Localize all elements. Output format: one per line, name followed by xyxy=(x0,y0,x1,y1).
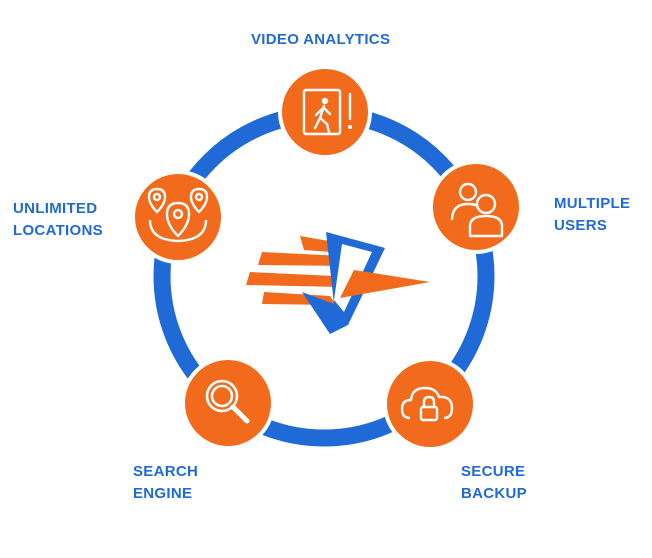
users-icon xyxy=(450,182,504,238)
label-line: MULTIPLE xyxy=(554,195,631,212)
label-line: UNLIMITED xyxy=(13,200,98,217)
node-secure-backup xyxy=(383,357,477,451)
node-video-analytics xyxy=(278,65,372,159)
node-search-engine xyxy=(181,356,275,450)
label-secure-backup: SECURE BACKUP xyxy=(461,461,527,505)
label-line: SECURE xyxy=(461,463,526,480)
label-line: LOCATIONS xyxy=(13,222,103,239)
label-multiple-users: MULTIPLE USERS xyxy=(554,193,630,237)
center-logo xyxy=(246,232,430,334)
magnifier-icon xyxy=(205,379,250,424)
node-unlimited-locations xyxy=(131,170,225,264)
label-unlimited-locations: UNLIMITED LOCATIONS xyxy=(13,198,103,242)
label-line: USERS xyxy=(554,217,608,234)
label-video-analytics: VIDEO ANALYTICS xyxy=(251,29,390,51)
label-search-engine: SEARCH ENGINE xyxy=(133,461,198,505)
location-pins-icon xyxy=(147,187,209,243)
node-multiple-users xyxy=(429,160,523,254)
label-line: BACKUP xyxy=(461,485,527,502)
logo-arrow xyxy=(340,270,430,298)
cloud-lock-icon xyxy=(400,386,454,422)
pedestrian-alert-icon xyxy=(302,88,352,136)
label-line: SEARCH xyxy=(133,463,199,480)
logo-stripe xyxy=(246,272,342,287)
logo-stripe xyxy=(258,252,352,266)
label-line: VIDEO ANALYTICS xyxy=(251,31,391,48)
label-line: ENGINE xyxy=(133,485,193,502)
